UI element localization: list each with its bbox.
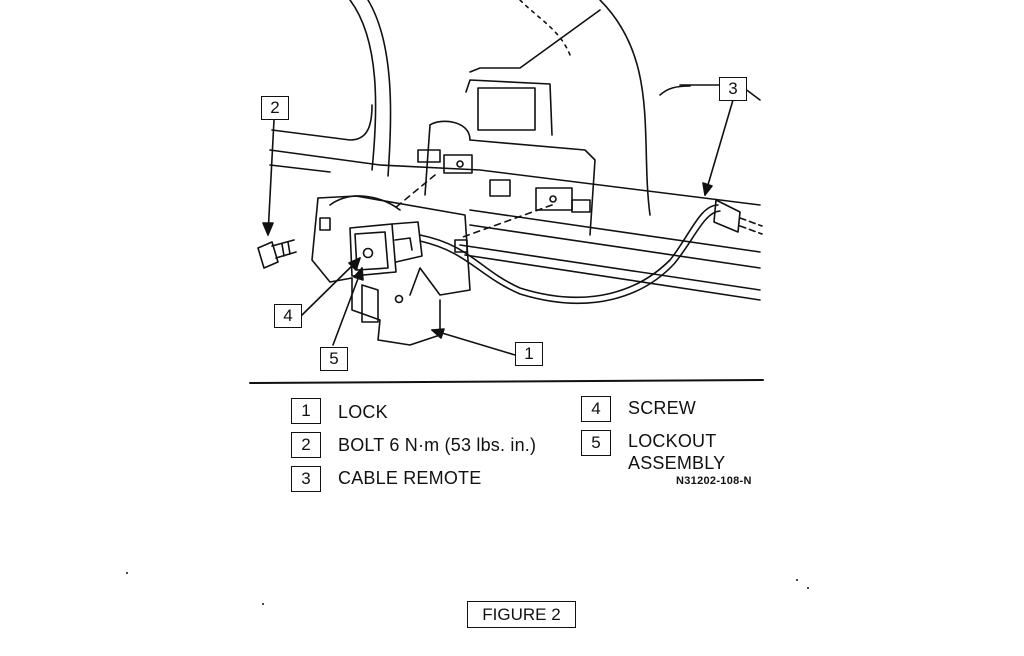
legend-label-lockout: LOCKOUT (628, 431, 717, 451)
callout-3: 3 (719, 77, 747, 101)
callout-4: 4 (274, 304, 302, 328)
trunk-panel-lines (269, 0, 761, 301)
leader-lines (262, 99, 734, 356)
legend-num-1: 1 (291, 398, 321, 424)
drawing-code: N31202-108-N (676, 475, 752, 487)
legend-label-cable: CABLE REMOTE (338, 468, 482, 488)
lock-body (311, 195, 471, 346)
callout-1: 1 (515, 342, 543, 366)
bolt (257, 239, 297, 269)
legend-label-bolt: BOLT 6 N·m (53 lbs. in.) (338, 435, 537, 455)
legend-num-3: 3 (291, 466, 321, 492)
legend-label-screw: SCREW (628, 398, 696, 418)
legend-num-4: 4 (581, 396, 611, 422)
remote-cable (419, 199, 763, 305)
callout-2: 2 (261, 96, 289, 120)
legend-label-lock: LOCK (338, 402, 388, 422)
legend-label-assembly: ASSEMBLY (628, 453, 726, 473)
latch-mount-window (394, 79, 596, 239)
legend-separator (249, 379, 764, 384)
legend-num-2: 2 (291, 432, 321, 458)
legend-num-5: 5 (581, 430, 611, 456)
figure-label: FIGURE 2 (467, 601, 576, 628)
scan-specks (126, 572, 809, 605)
callout-5: 5 (320, 347, 348, 371)
